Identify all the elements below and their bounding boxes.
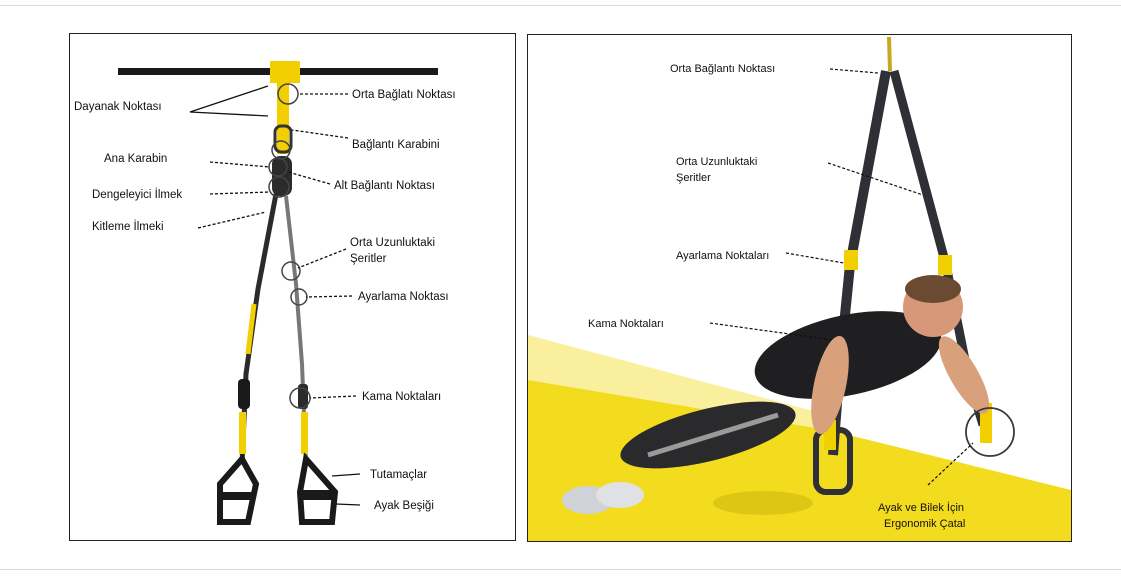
suspension-trainer-diagram: Dayanak Noktası Orta Bağlatı Noktası Bağ… bbox=[69, 33, 516, 541]
adjust-buckle-right bbox=[938, 255, 952, 275]
right-strap-lower-yellow bbox=[301, 412, 308, 454]
anchor-strap-top bbox=[889, 37, 890, 71]
label-orta-uzun-1: Orta Uzunluktaki bbox=[350, 237, 435, 249]
label-dengeleyici: Dengeleyici İlmek bbox=[92, 188, 182, 201]
diagram-canvas: Dayanak Noktası Orta Bağlatı Noktası Bağ… bbox=[70, 34, 515, 540]
label-kama: Kama Noktaları bbox=[588, 318, 664, 330]
label-ayarlama: Ayarlama Noktaları bbox=[676, 250, 769, 262]
adjust-buckle-left bbox=[844, 250, 858, 270]
label-baglanti-karabini: Bağlantı Karabini bbox=[352, 139, 440, 151]
left-handle bbox=[220, 459, 256, 522]
label-kitleme: Kitleme İlmeki bbox=[92, 220, 164, 233]
anchor-strap bbox=[270, 61, 300, 83]
label-dayanak: Dayanak Noktası bbox=[74, 101, 162, 113]
label-kama: Kama Noktaları bbox=[362, 391, 441, 403]
label-ergonomik-1: Ayak ve Bilek İçin bbox=[878, 501, 964, 514]
photo-canvas: Orta Bağlantı Noktası Orta Uzunluktaki Ş… bbox=[528, 35, 1071, 541]
marker-orta-uzun bbox=[282, 262, 300, 280]
right-foot-cradle bbox=[300, 490, 336, 500]
left-strap-yellow bbox=[248, 304, 254, 354]
label-orta-baglanti: Orta Bağlantı Noktası bbox=[670, 63, 775, 75]
person-hair bbox=[905, 275, 961, 303]
top-divider bbox=[0, 5, 1121, 6]
label-orta-uzun-1: Orta Uzunluktaki bbox=[676, 156, 757, 168]
label-ayarlama: Ayarlama Noktası bbox=[358, 291, 449, 303]
label-orta-uzun-2: Şeritler bbox=[676, 172, 711, 184]
label-ana-karabin: Ana Karabin bbox=[104, 153, 167, 165]
left-strap-lower-yellow bbox=[239, 412, 246, 454]
pushup-photo-illustration: Orta Bağlantı Noktası Orta Uzunluktaki Ş… bbox=[527, 34, 1072, 542]
left-cam-buckle bbox=[238, 379, 250, 409]
label-orta-baglati: Orta Bağlatı Noktası bbox=[352, 89, 456, 101]
shoe-right bbox=[596, 482, 644, 508]
label-ergonomik-2: Ergonomik Çatal bbox=[884, 518, 965, 530]
left-strap bbox=[242, 194, 276, 464]
label-orta-uzun-2: Şeritler bbox=[350, 253, 387, 265]
floor-shadow bbox=[713, 491, 813, 515]
label-tutamaclar: Tutamaçlar bbox=[370, 469, 427, 481]
label-ayak-besigi: Ayak Beşiği bbox=[374, 500, 434, 512]
label-alt-baglanti: Alt Bağlantı Noktası bbox=[334, 180, 435, 192]
left-foot-cradle bbox=[220, 492, 254, 500]
bottom-divider bbox=[0, 569, 1121, 570]
